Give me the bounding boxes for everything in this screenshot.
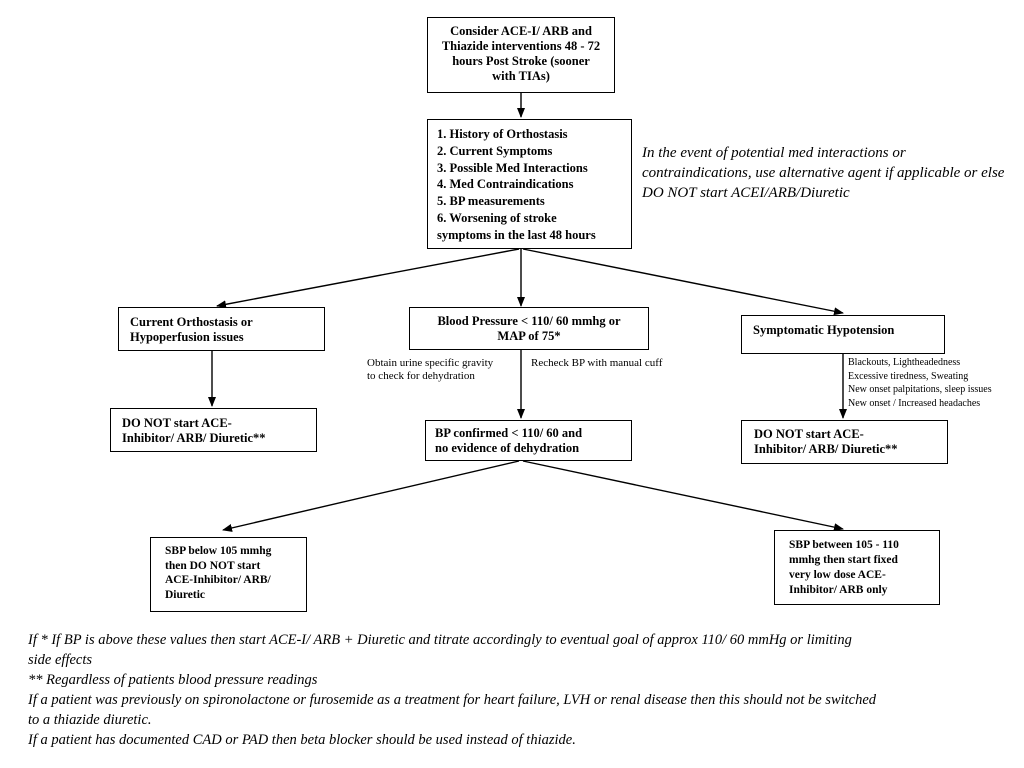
checklist-item: 1. History of Orthostasis [437, 127, 568, 141]
sbp-below-box: SBP below 105 mmhg then DO NOT start ACE… [150, 537, 307, 612]
edge-confirmed-to-sbp-below [222, 460, 520, 532]
checklist-item: 5. BP measurements [437, 194, 545, 209]
footnote-line: side effects [28, 652, 93, 668]
bp-threshold-box: Blood Pressure < 110/ 60 mmhg or MAP of … [409, 307, 649, 350]
do-not-start-left-box: DO NOT start ACE- Inhibitor/ ARB/ Diuret… [110, 408, 317, 452]
hypotension-symptoms-label: Blackouts, Lightheadedness Excessive tir… [848, 357, 992, 409]
sbp-between-box: SBP between 105 - 110 mmhg then start fi… [774, 530, 940, 605]
recheck-bp-label: Recheck BP with manual cuff [531, 357, 663, 369]
edge-assess-to-orthostasis [216, 248, 520, 309]
footnote-line: If a patient was previously on spironola… [28, 692, 877, 708]
start-box: Consider ACE-I/ ARB and Thiazide interve… [427, 17, 615, 93]
symptomatic-hypotension-box: Symptomatic Hypotension [741, 315, 945, 354]
assessment-checklist-box: 1. History of Orthostasis 2. Current Sym… [427, 119, 632, 249]
urine-gravity-label: Obtain urine specific gravity to check f… [367, 357, 494, 382]
bp-confirmed-box: BP confirmed < 110/ 60 and no evidence o… [425, 420, 632, 461]
orthostasis-box: Current Orthostasis or Hypoperfusion iss… [118, 307, 325, 351]
checklist-item: 4. Med Contraindications [437, 177, 574, 192]
footnote-line: If a patient has documented CAD or PAD t… [28, 732, 576, 748]
checklist-item: 3. Possible Med Interactions [437, 160, 588, 175]
footnote-line: to a thiazide diuretic. [28, 712, 152, 728]
edge-assess-to-hypotension [522, 248, 844, 316]
checklist-item: 2. Current Symptoms [437, 143, 553, 158]
footnote-line: ** Regardless of patients blood pressure… [28, 672, 318, 688]
checklist-item: symptoms in the last 48 hours [437, 227, 596, 242]
footnote-line: If * If BP is above these values then st… [28, 632, 852, 648]
do-not-start-right-box: DO NOT start ACE- Inhibitor/ ARB/ Diuret… [741, 420, 948, 464]
edge-confirmed-to-sbp-between [522, 460, 844, 532]
side-note: In the event of potential med interactio… [642, 145, 1005, 201]
checklist-item: 6. Worsening of stroke [437, 210, 557, 225]
